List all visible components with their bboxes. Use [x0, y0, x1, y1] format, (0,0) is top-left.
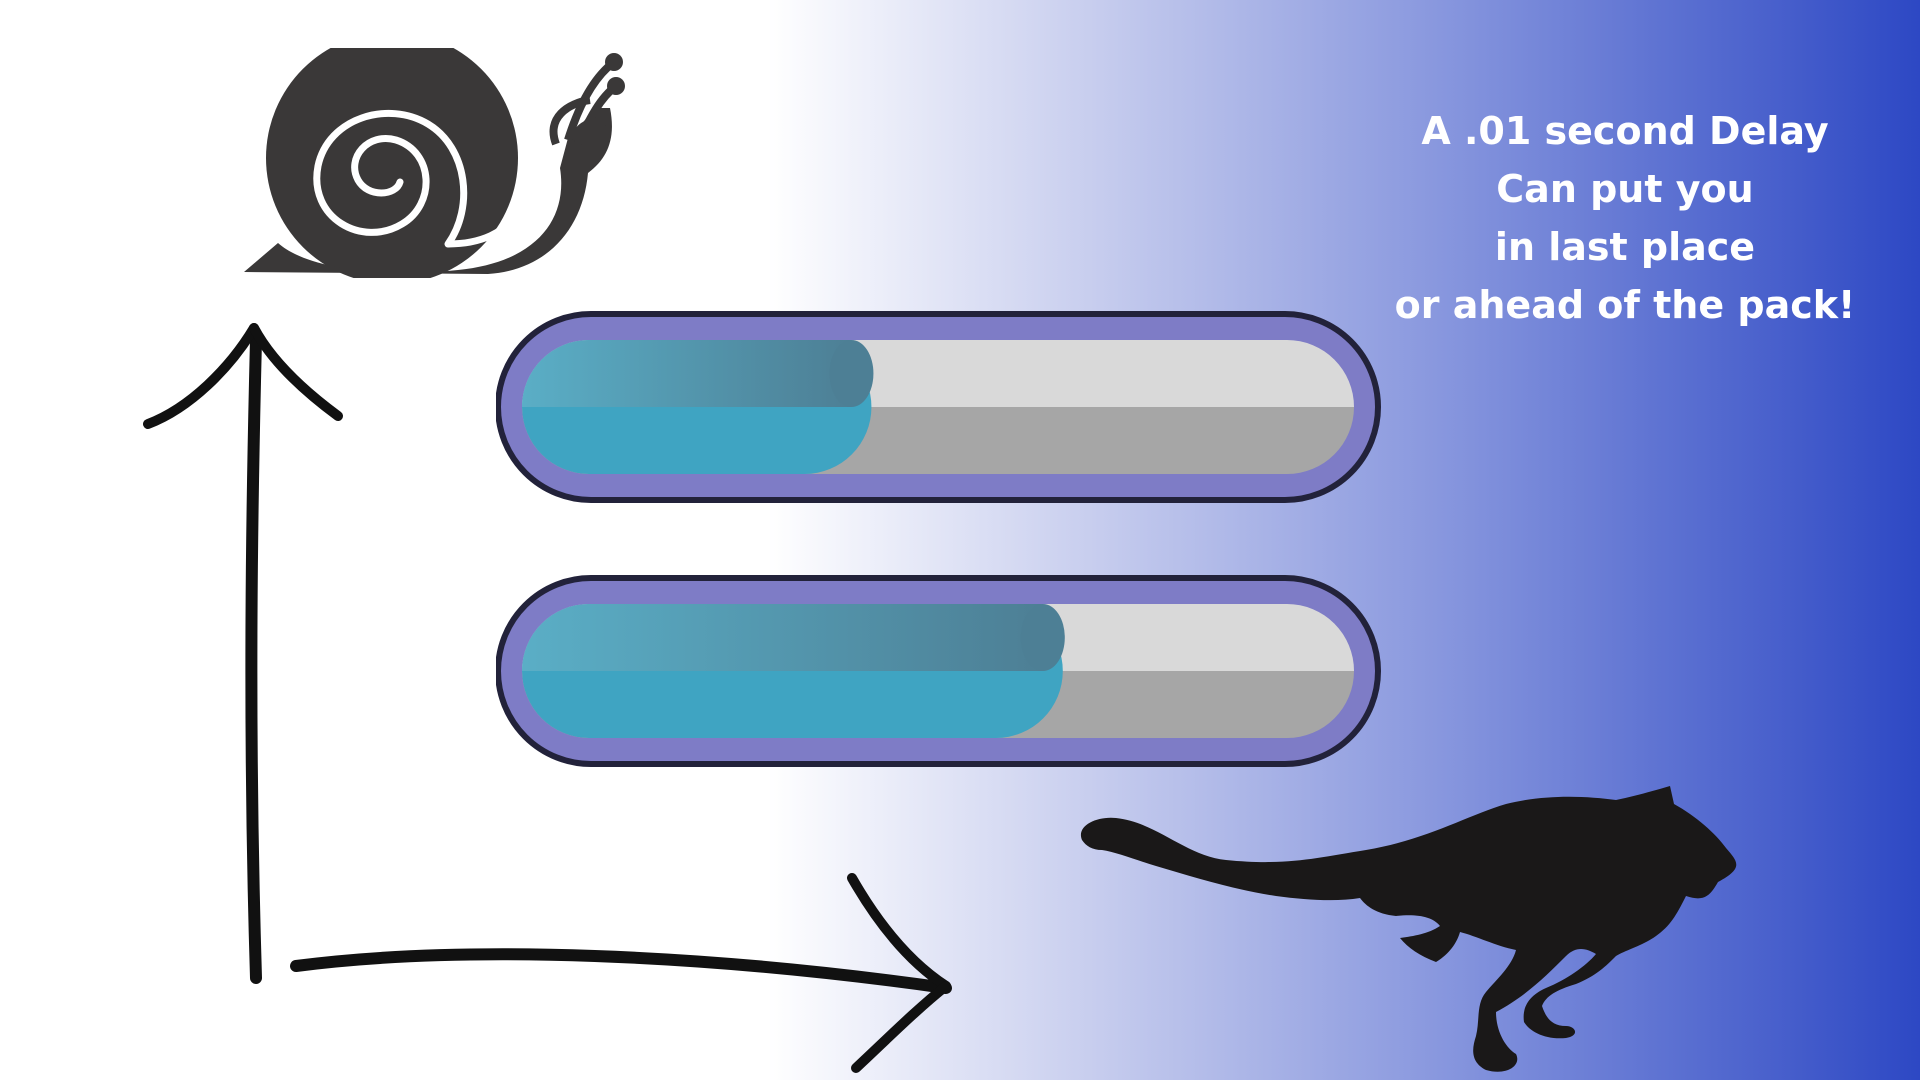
- progress-fill-cap: [1020, 604, 1065, 671]
- progress-bar: [496, 575, 1381, 767]
- cheetah-icon: [1080, 786, 1737, 1072]
- headline: A .01 second Delay Can put you in last p…: [1360, 102, 1890, 334]
- headline-line-4: or ahead of the pack!: [1394, 283, 1856, 327]
- headline-line-2: Can put you: [1496, 167, 1754, 211]
- arrow-right-icon: [290, 873, 952, 1073]
- progress-fill-highlight: [522, 340, 852, 407]
- headline-line-3: in last place: [1494, 225, 1756, 269]
- headline-line-1: A .01 second Delay: [1421, 109, 1829, 153]
- arrow-up-icon: [143, 323, 343, 984]
- progress-fill-highlight: [522, 604, 1043, 671]
- progress-bar: [496, 311, 1381, 503]
- progress-fill-cap: [829, 340, 874, 407]
- progress-bars: [496, 311, 1381, 767]
- snail-icon: [244, 48, 625, 278]
